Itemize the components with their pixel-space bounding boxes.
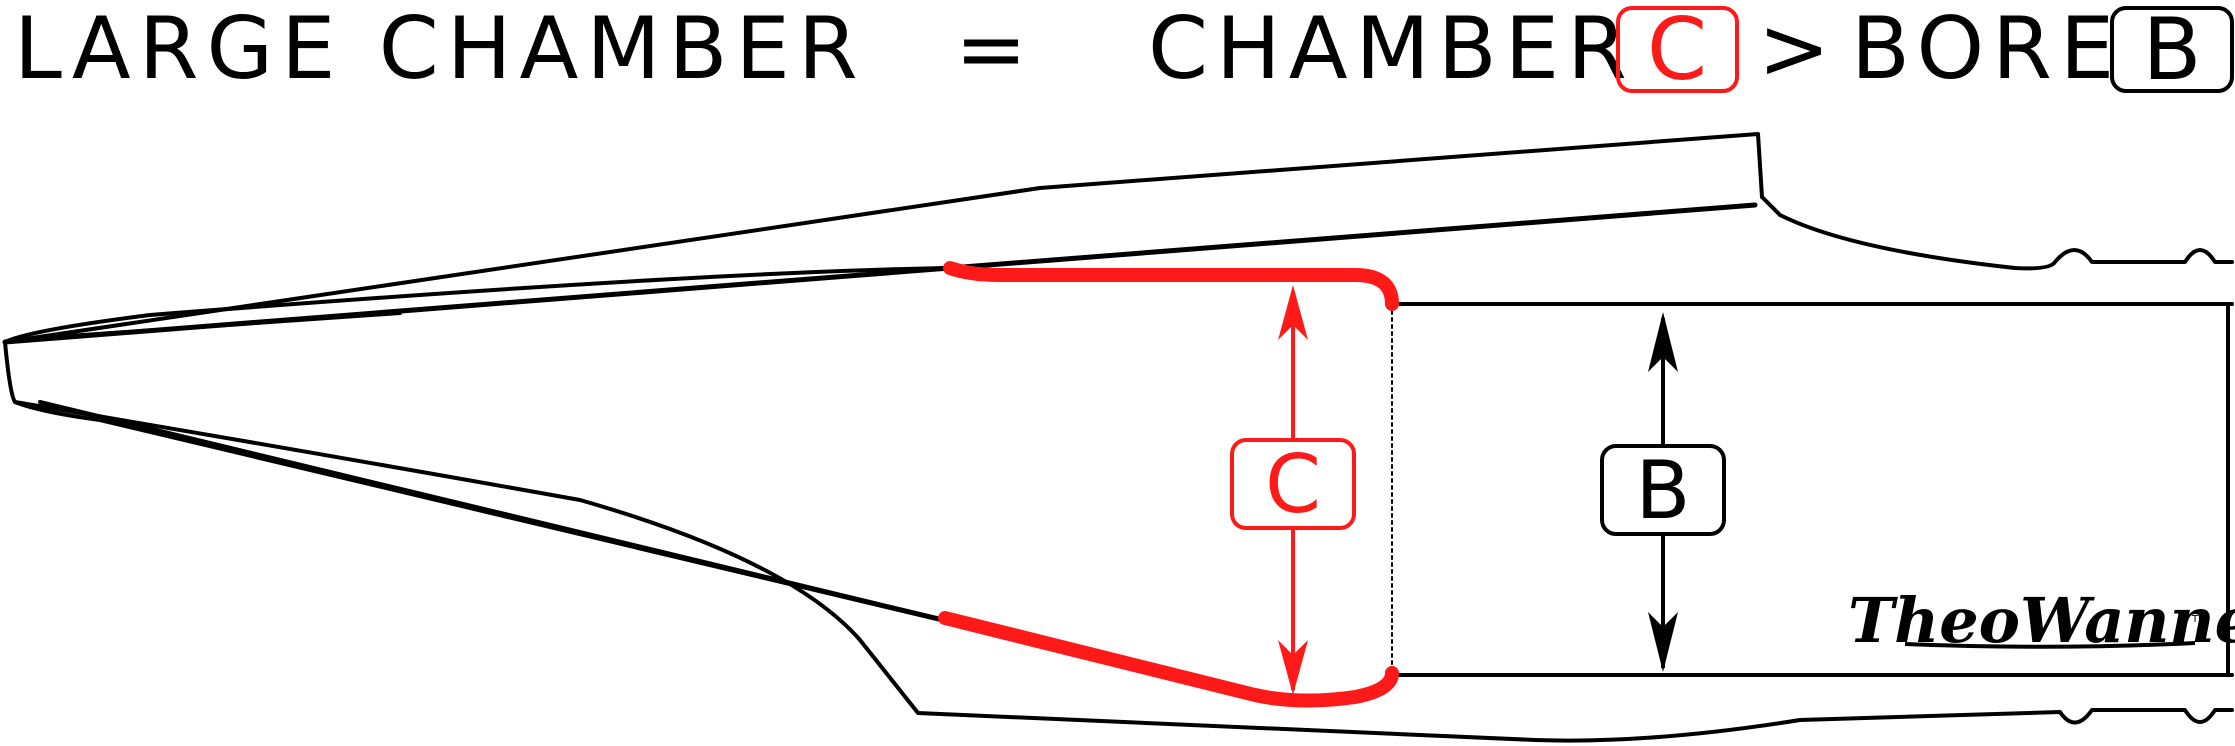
brand-logo: TheoWanne TM: [1848, 584, 2235, 657]
chamber-dimension: C: [1230, 285, 1356, 695]
chamber-wall-bottom: [938, 611, 1399, 708]
lower-profile: [13, 400, 2234, 743]
chamber-arrow-up-icon: [1278, 285, 1308, 340]
chamber-arrow-down-icon: [1278, 640, 1308, 695]
bore-word: BORE: [1851, 0, 2122, 99]
chamber-badge-letter: C: [1647, 0, 1707, 100]
chamber-label-box: [1230, 438, 1356, 530]
tip-lower-line: [38, 400, 947, 622]
bore-dimension: B: [1600, 312, 1726, 672]
tip-front: [3, 266, 952, 344]
bore-badge-letter: B: [2143, 0, 2202, 100]
bore-label: B: [1636, 444, 1691, 537]
brand-trademark: TM: [2191, 614, 2207, 625]
bore-label-box: [1600, 444, 1726, 536]
bore-badge-box: [2110, 6, 2234, 93]
chamber-badge-box: [1616, 6, 1739, 93]
tip-inner-line: [38, 311, 402, 340]
chamber-wall-top: [943, 261, 1399, 311]
beak-profile: [3, 132, 1764, 344]
header-title: LARGE CHAMBER: [14, 0, 866, 99]
equals-sign: =: [955, 0, 1035, 99]
bore-arrow-up-icon: [1648, 312, 1678, 372]
bore-arrow-down-icon: [1648, 612, 1678, 672]
brand-underline: [1904, 641, 2196, 649]
chamber-walls: [938, 261, 1399, 708]
upper-shank: [1760, 195, 2234, 271]
chamber-label: C: [1265, 438, 1321, 531]
chamber-word: CHAMBER: [1148, 0, 1635, 99]
header: LARGE CHAMBER = CHAMBER C > BORE B: [14, 0, 2234, 100]
mouthpiece-outline: [2, 132, 2234, 743]
greater-than-sign: >: [1758, 0, 1838, 99]
